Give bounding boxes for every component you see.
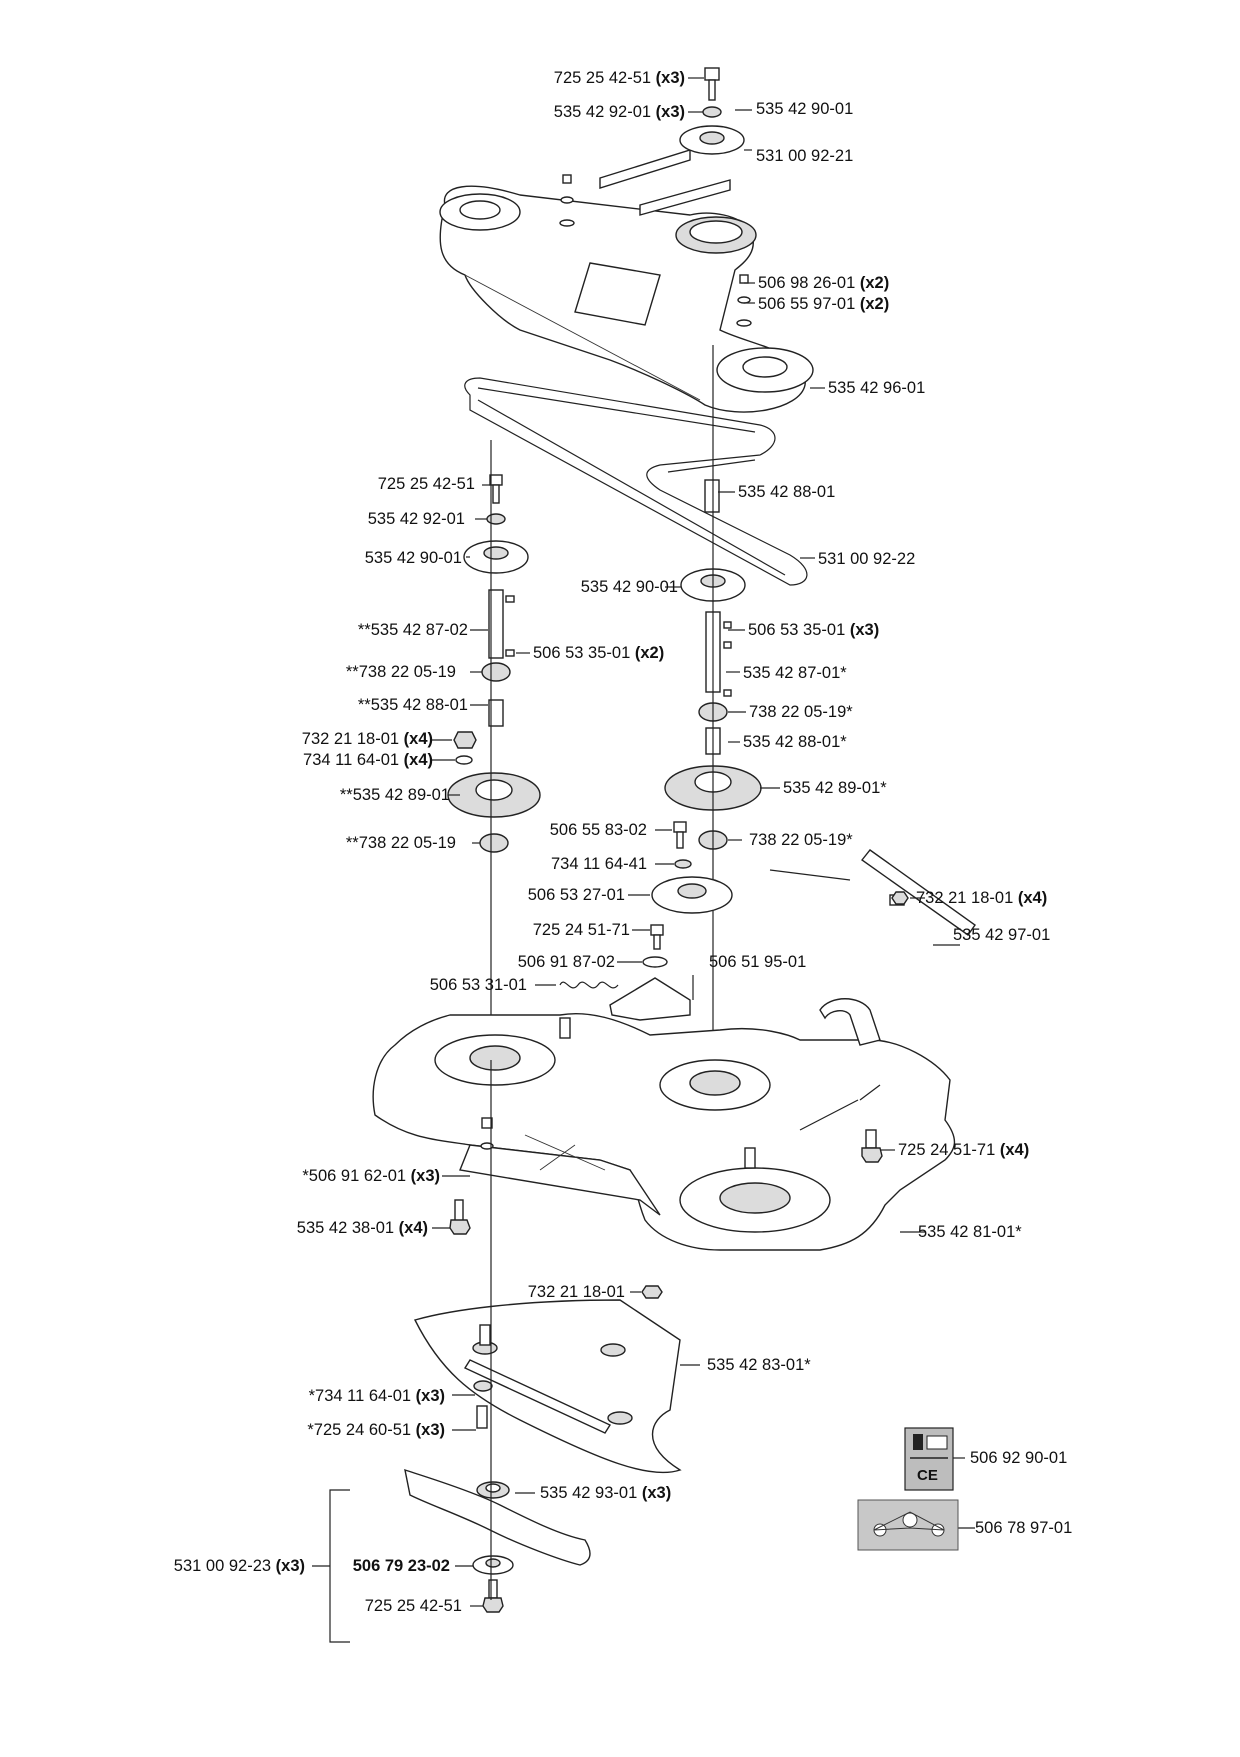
- label-506-98-26-01: 506 98 26-01 (x2): [758, 274, 890, 292]
- label-506-79-23-02: 506 79 23-02: [352, 1557, 450, 1575]
- belt-strip-lower: [639, 179, 731, 216]
- label-738-22-05-19-right-lower: 738 22 05-19*: [749, 831, 853, 849]
- label-725-25-42-51-left: 725 25 42-51: [377, 475, 475, 493]
- info-book-ce-decal-icon: [904, 1427, 954, 1491]
- label-734-11-64-01-x3: *734 11 64-01 (x3): [308, 1387, 445, 1405]
- label-725-24-60-51: *725 24 60-51 (x3): [307, 1421, 445, 1439]
- label-506-55-83-02: 506 55 83-02: [549, 821, 647, 839]
- label-535-42-88-01-right: 535 42 88-01*: [743, 733, 847, 751]
- belt-routing-decal-icon: [857, 1499, 959, 1551]
- label-531-00-92-21: 531 00 92-21: [756, 147, 854, 165]
- label-725-24-51-71-x4: 725 24 51-71 (x4): [898, 1141, 1030, 1159]
- label-506-78-97-01: 506 78 97-01: [975, 1519, 1073, 1537]
- label-506-53-27-01: 506 53 27-01: [527, 886, 625, 904]
- label-506-53-31-01: 506 53 31-01: [429, 976, 527, 994]
- label-506-55-97-01: 506 55 97-01 (x2): [758, 295, 890, 313]
- label-506-53-35-01-x2: 506 53 35-01 (x2): [533, 644, 665, 662]
- label-725-25-42-51-bottom: 725 25 42-51: [364, 1597, 462, 1615]
- label-535-42-93-01: 535 42 93-01 (x3): [540, 1484, 672, 1502]
- deck-bolt: [865, 1129, 877, 1149]
- label-732-21-18-01-left: 732 21 18-01 (x4): [301, 730, 433, 748]
- label-535-42-89-01-left: **535 42 89-01: [339, 786, 450, 804]
- label-738-22-05-19-left-lower: **738 22 05-19: [345, 834, 456, 852]
- blade-assembly: [404, 1468, 591, 1613]
- label-531-00-92-22: 531 00 92-22: [818, 550, 916, 568]
- label-506-91-87-02: 506 91 87-02: [517, 953, 615, 971]
- label-535-42-87-02: **535 42 87-02: [357, 621, 468, 639]
- belt-strip-upper: [599, 149, 691, 189]
- label-535-42-97-01: 535 42 97-01: [953, 926, 1051, 944]
- label-535-42-96-01: 535 42 96-01: [828, 379, 926, 397]
- label-506-91-62-01: *506 91 62-01 (x3): [302, 1167, 440, 1185]
- label-738-22-05-19-right-upper: 738 22 05-19*: [749, 703, 853, 721]
- label-535-42-88-01-left: **535 42 88-01: [357, 696, 468, 714]
- belt-cover-assembly: [439, 185, 814, 413]
- label-734-11-64-41: 734 11 64-41: [550, 855, 647, 873]
- label-732-21-18-01-deck: 732 21 18-01: [527, 1283, 625, 1301]
- label-535-42-92-01-left: 535 42 92-01: [367, 510, 465, 528]
- label-535-42-89-01-right: 535 42 89-01*: [783, 779, 887, 797]
- label-732-21-18-01-right: 732 21 18-01 (x4): [916, 889, 1048, 907]
- deck-baffle: [413, 1299, 682, 1474]
- drive-belt: [464, 377, 808, 586]
- label-535-42-38-01: 535 42 38-01 (x4): [296, 1219, 428, 1237]
- left-spindle-stack: [447, 474, 541, 853]
- label-535-42-83-01: 535 42 83-01*: [707, 1356, 811, 1374]
- label-734-11-64-01-left: 734 11 64-01 (x4): [303, 751, 433, 769]
- label-506-53-35-01-x3: 506 53 35-01 (x3): [748, 621, 880, 639]
- label-535-42-92-01-top: 535 42 92-01 (x3): [553, 103, 685, 121]
- label-725-25-42-51-top: 725 25 42-51 (x3): [553, 69, 685, 87]
- label-535-42-90-01-left: 535 42 90-01: [364, 549, 462, 567]
- cover-screws: [559, 174, 752, 327]
- label-535-42-81-01: 535 42 81-01*: [918, 1223, 1022, 1241]
- label-725-24-51-71: 725 24 51-71: [532, 921, 630, 939]
- deck-bracket: [860, 849, 976, 936]
- label-535-42-87-01: 535 42 87-01*: [743, 664, 847, 682]
- top-idler-pulley: [679, 67, 745, 155]
- blade-group-bracket: [312, 1489, 350, 1643]
- mower-deck: [372, 998, 956, 1251]
- label-506-92-90-01: 506 92 90-01: [970, 1449, 1068, 1467]
- label-531-00-92-23: 531 00 92-23 (x3): [173, 1557, 305, 1575]
- label-535-42-88-01: 535 42 88-01: [738, 483, 836, 501]
- label-506-51-95-01: 506 51 95-01: [709, 953, 807, 971]
- label-535-42-90-01-top: 535 42 90-01: [756, 100, 854, 118]
- idler-arm-assembly: [559, 821, 733, 1021]
- label-535-42-90-01-right: 535 42 90-01: [580, 578, 678, 596]
- ce-mark-text: CE: [917, 1467, 938, 1484]
- label-738-22-05-19-left-upper: **738 22 05-19: [345, 663, 456, 681]
- washer: [473, 1380, 493, 1392]
- deck-nut: [641, 1285, 663, 1299]
- leader-lines: [432, 77, 975, 1607]
